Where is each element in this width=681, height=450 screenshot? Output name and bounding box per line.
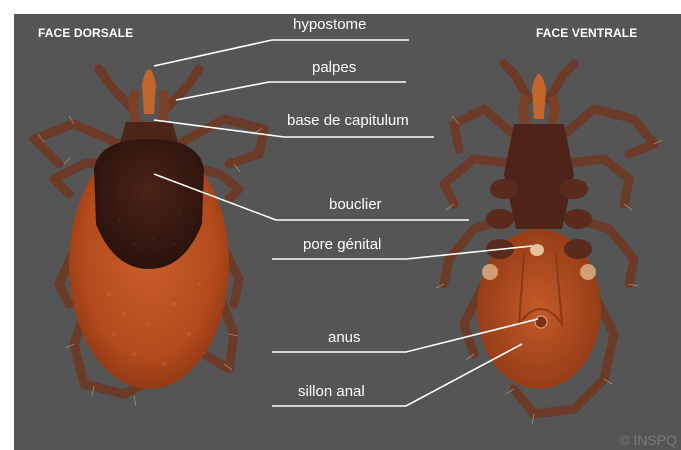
ventral-genital-pore xyxy=(530,244,544,256)
leader-hypostome xyxy=(154,40,409,66)
label-sillon-anal: sillon anal xyxy=(298,383,365,400)
title-dorsal: FACE DORSALE xyxy=(38,26,133,40)
label-anus: anus xyxy=(328,329,361,346)
title-ventral: FACE VENTRALE xyxy=(536,26,637,40)
label-pore-genital: pore génital xyxy=(303,236,381,253)
ventral-hypostome xyxy=(532,74,546,119)
label-hypostome: hypostome xyxy=(293,16,366,33)
dorsal-hypostome xyxy=(142,69,156,114)
label-palpes: palpes xyxy=(312,59,356,76)
dorsal-scutum xyxy=(94,139,204,269)
figure-panel: FACE DORSALE FACE VENTRALE hypostome pal… xyxy=(14,14,681,450)
ventral-tick xyxy=(436,64,662,424)
label-base-capitulum: base de capitulum xyxy=(287,112,409,129)
dorsal-tick xyxy=(34,69,264,406)
ventral-anus xyxy=(535,316,547,328)
label-bouclier: bouclier xyxy=(329,196,382,213)
copyright-credit: © INSPQ xyxy=(619,432,677,448)
leader-palpes xyxy=(176,82,406,100)
